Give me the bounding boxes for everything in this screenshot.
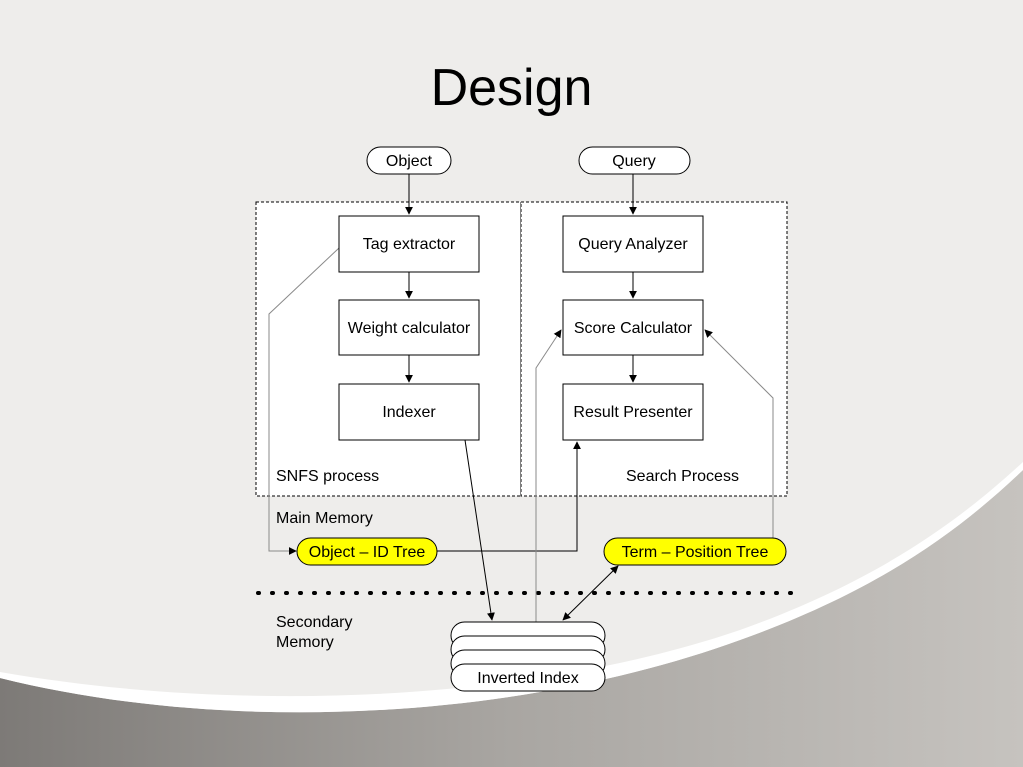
background-swoosh-highlight <box>0 462 1023 713</box>
background-swoosh <box>0 470 1023 767</box>
query-input <box>578 146 691 175</box>
score-calculator-box <box>562 299 704 356</box>
snfs-process-label: SNFS process <box>276 468 379 485</box>
tag-extractor-box <box>338 215 480 273</box>
slide-title: Design <box>430 59 593 117</box>
weight-calculator-label: Weight calculator <box>348 320 471 337</box>
object-id-tree-to-result-connector <box>436 441 581 552</box>
indexer-box <box>338 383 480 441</box>
main-memory-label: Main Memory <box>276 510 373 527</box>
result-presenter-box <box>562 383 704 441</box>
result-presenter-label: Result Presenter <box>573 404 693 421</box>
secondary-memory-label-line1: Secondary <box>276 614 353 631</box>
score-calculator-label: Score Calculator <box>574 320 693 337</box>
search-process-label: Search Process <box>626 468 739 485</box>
term-position-tree <box>603 537 787 566</box>
query-input-label: Query <box>612 153 656 170</box>
term-position-tree-label: Term – Position Tree <box>622 544 769 561</box>
object-id-tree <box>296 537 438 566</box>
inverted-index-label: Inverted Index <box>477 670 578 687</box>
term-tree-to-score-connector <box>704 329 774 538</box>
object-input <box>366 146 452 175</box>
indexer-label: Indexer <box>382 404 436 421</box>
weight-calculator-box <box>338 299 480 356</box>
inverted-index-to-score-connector <box>535 329 562 623</box>
secondary-memory-label-line2: Memory <box>276 634 334 651</box>
query-analyzer-box <box>562 215 704 273</box>
indexer-to-inverted-index-arrow <box>464 439 495 621</box>
query-analyzer-label: Query Analyzer <box>578 236 688 253</box>
inverted-index-term-tree-arrow <box>562 565 619 621</box>
inverted-index <box>450 663 606 692</box>
object-id-tree-label: Object – ID Tree <box>309 544 426 561</box>
tag-to-object-id-tree-connector <box>268 247 340 555</box>
object-input-label: Object <box>386 153 433 170</box>
tag-extractor-label: Tag extractor <box>363 236 456 253</box>
